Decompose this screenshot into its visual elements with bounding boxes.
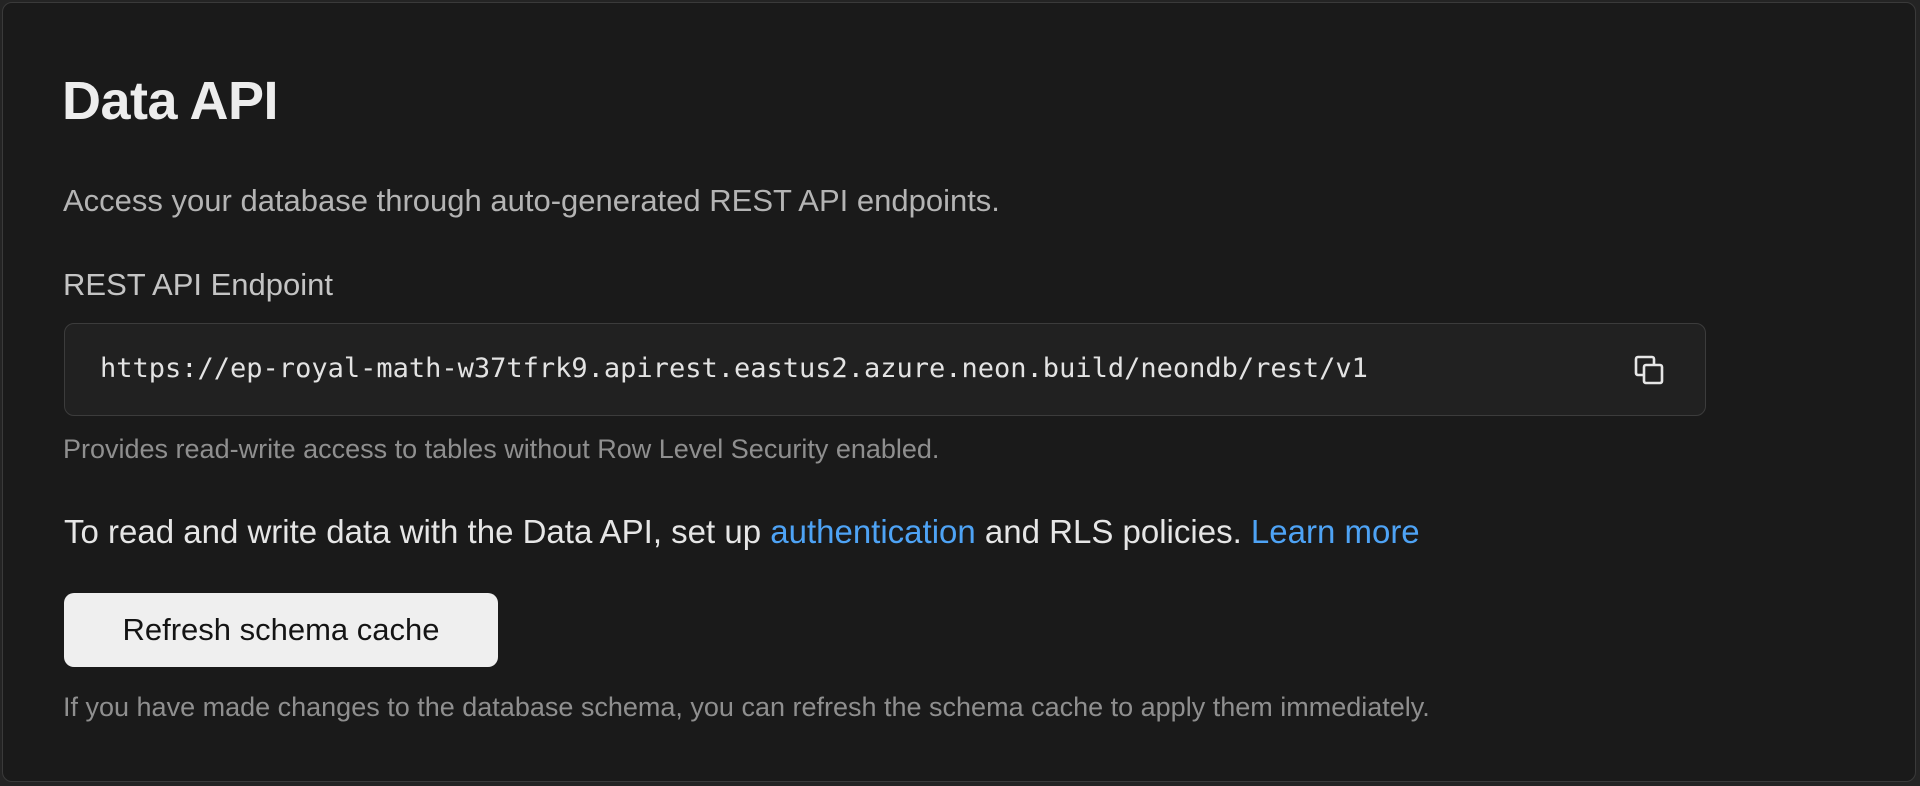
section-title: Data API: [62, 71, 279, 131]
endpoint-field[interactable]: https://ep-royal-math-w37tfrk9.apirest.e…: [64, 323, 1706, 416]
endpoint-label: REST API Endpoint: [63, 267, 333, 302]
info-prefix: To read and write data with the Data API…: [64, 513, 771, 550]
endpoint-note: Provides read-write access to tables wit…: [63, 434, 940, 464]
refresh-note: If you have made changes to the database…: [63, 692, 1430, 722]
copy-icon: [1634, 355, 1664, 385]
endpoint-url[interactable]: https://ep-royal-math-w37tfrk9.apirest.e…: [100, 353, 1368, 384]
copy-button[interactable]: [1629, 350, 1669, 390]
learn-more-link[interactable]: Learn more: [1250, 513, 1420, 550]
authentication-link[interactable]: authentication: [770, 513, 976, 550]
refresh-schema-cache-button[interactable]: Refresh schema cache: [64, 593, 498, 667]
info-middle: and RLS policies.: [975, 513, 1251, 550]
auth-info-text: To read and write data with the Data API…: [64, 511, 1420, 553]
section-description: Access your database through auto-genera…: [63, 183, 1000, 218]
